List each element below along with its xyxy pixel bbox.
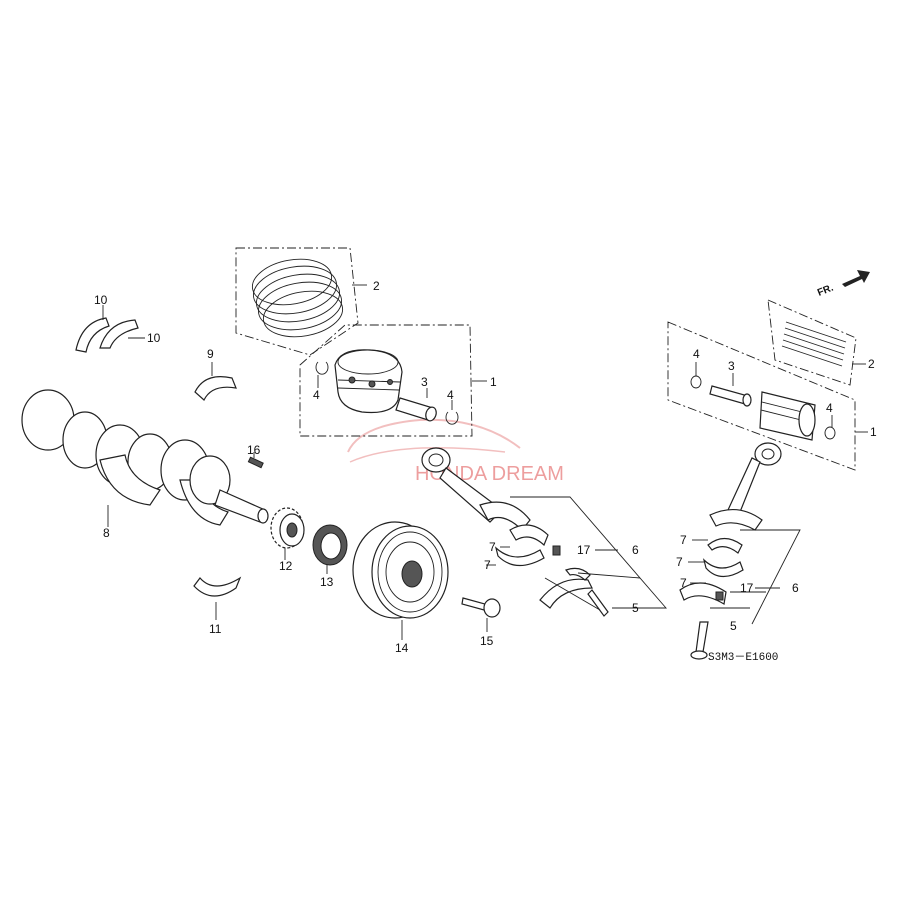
callout-7a: 7 bbox=[489, 540, 496, 554]
callout-7e: 7 bbox=[680, 576, 687, 590]
crank-pulley bbox=[352, 521, 449, 619]
callout-7c: 7 bbox=[680, 533, 687, 547]
callout-10: 10 bbox=[94, 293, 108, 307]
callout-17a: 17 bbox=[577, 543, 591, 557]
piston-left bbox=[334, 349, 403, 414]
callout-1: 1 bbox=[490, 375, 497, 389]
piston-rings-left bbox=[251, 258, 344, 338]
front-arrow-label: FR. bbox=[816, 282, 835, 298]
callout-7d: 7 bbox=[676, 555, 683, 569]
callout-6b: 6 bbox=[792, 581, 799, 595]
rod-cap-right bbox=[679, 582, 727, 605]
callout-3b: 3 bbox=[728, 359, 735, 373]
crankshaft bbox=[21, 389, 269, 526]
rod-dowel-left bbox=[552, 545, 561, 556]
front-arrow-icon bbox=[842, 270, 870, 287]
piston-right bbox=[759, 391, 816, 441]
callout-17b: 17 bbox=[740, 581, 754, 595]
callout-5a: 5 bbox=[632, 601, 639, 615]
callout-12: 12 bbox=[279, 559, 293, 573]
callout-3: 3 bbox=[421, 375, 428, 389]
connecting-rod-right bbox=[709, 442, 782, 531]
front-arrow: FR. bbox=[816, 270, 870, 299]
rod-bolt-left bbox=[587, 589, 609, 617]
callout-4b: 4 bbox=[447, 388, 454, 402]
woodruff-key bbox=[247, 456, 264, 469]
callout-14: 14 bbox=[395, 641, 409, 655]
rod-bearing-right-lower bbox=[702, 558, 744, 578]
piston-box-right bbox=[667, 321, 856, 471]
thrust-washer-b bbox=[99, 319, 139, 349]
thrust-washer-a bbox=[75, 317, 110, 353]
callout-2: 2 bbox=[373, 279, 380, 293]
main-bearing-upper bbox=[194, 376, 237, 401]
snap-ring-right-a bbox=[690, 375, 702, 389]
leader-bracket-left bbox=[510, 496, 667, 611]
callout-8: 8 bbox=[103, 526, 110, 540]
rod-bearing-left-upper bbox=[509, 524, 549, 547]
callout-11: 11 bbox=[209, 622, 222, 636]
callout-1b: 1 bbox=[870, 425, 877, 439]
rod-cap-left-b bbox=[565, 567, 591, 581]
callout-2b: 2 bbox=[868, 357, 875, 371]
rod-bearing-right-upper bbox=[707, 537, 743, 554]
main-bearing-lower bbox=[193, 576, 242, 597]
callout-13: 13 bbox=[320, 575, 334, 589]
piston-box-left bbox=[299, 324, 473, 437]
callout-15: 15 bbox=[480, 634, 494, 648]
timing-gear bbox=[270, 507, 305, 549]
ring-set-box-right bbox=[767, 299, 857, 386]
pulley-bolt bbox=[461, 597, 501, 618]
rod-dowel-right bbox=[715, 591, 724, 601]
rod-bolt-right bbox=[695, 621, 709, 653]
callout-10b: 10 bbox=[147, 331, 161, 345]
callout-16: 16 bbox=[247, 443, 261, 457]
snap-ring-right-b bbox=[824, 426, 836, 440]
connecting-rod-left bbox=[421, 447, 531, 531]
diagram-code: S3M3－E1600 bbox=[708, 652, 778, 664]
piston-pin-right bbox=[709, 385, 752, 407]
piston-pin-left bbox=[395, 397, 437, 422]
callout-4: 4 bbox=[313, 388, 320, 402]
snap-ring-left-a bbox=[315, 361, 329, 375]
callout-labels: 2 1 3 4 4 10 10 9 16 8 12 13 11 14 15 7 … bbox=[94, 279, 877, 655]
oil-seal bbox=[312, 524, 348, 566]
rod-bearing-left-lower bbox=[494, 546, 545, 567]
callout-7b: 7 bbox=[484, 558, 491, 572]
leader-bracket-right bbox=[710, 529, 801, 625]
rod-cap-left bbox=[539, 578, 593, 609]
callout-4d: 4 bbox=[826, 401, 833, 415]
piston-rings-right bbox=[781, 321, 847, 367]
callout-4c: 4 bbox=[693, 347, 700, 361]
callout-6a: 6 bbox=[632, 543, 639, 557]
callout-5b: 5 bbox=[730, 619, 737, 633]
snap-ring-left-b bbox=[445, 411, 459, 425]
callout-9: 9 bbox=[207, 347, 214, 361]
